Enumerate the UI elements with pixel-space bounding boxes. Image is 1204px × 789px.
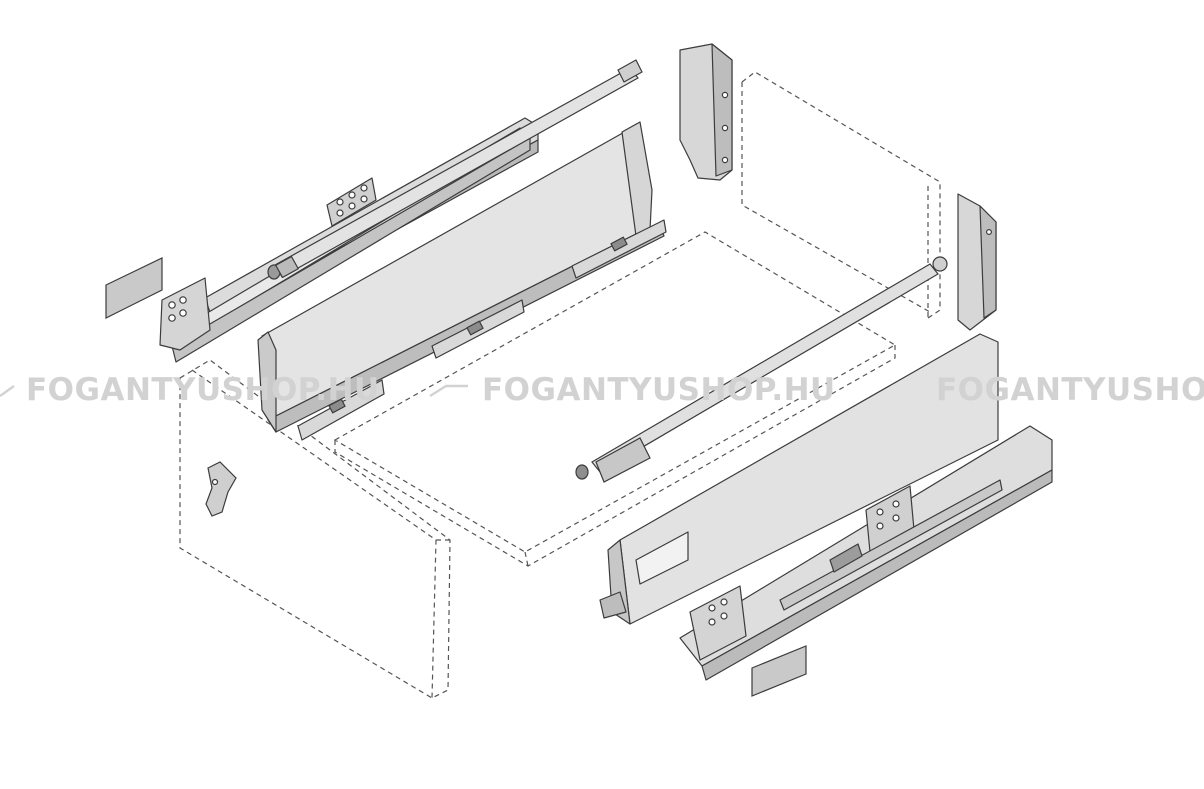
front-fixing-bracket (205, 461, 237, 517)
watermark-logo-mark (0, 384, 468, 398)
left-drawer-side (257, 121, 667, 441)
dashed-bottom-panel (333, 231, 897, 567)
watermark-text-right: FOGANTYUSHOP. (936, 372, 1204, 408)
dashed-back-panel (741, 71, 941, 319)
left-runner (159, 59, 643, 363)
left-back-bracket (679, 43, 733, 181)
right-drawer-side (599, 333, 999, 625)
watermark-text-left: FOGANTYUSHOP.HU (26, 372, 380, 408)
right-back-bracket (957, 193, 997, 331)
cover-cap-right (751, 645, 807, 697)
right-runner (679, 425, 1053, 681)
cover-cap-left (105, 257, 163, 319)
watermark-text-center: FOGANTYUSHOP.HU (482, 372, 836, 408)
gallery-rail (575, 256, 948, 483)
